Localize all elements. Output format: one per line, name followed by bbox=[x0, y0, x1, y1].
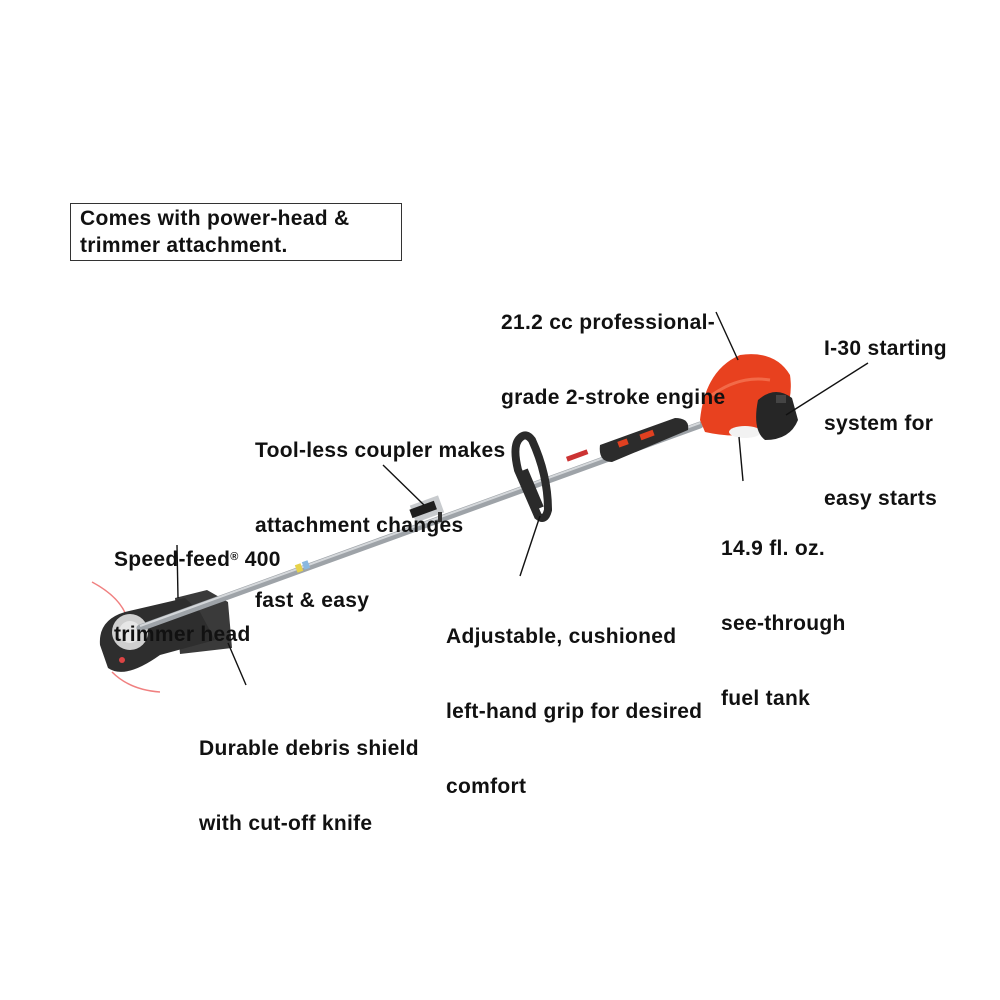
engine-label: 21.2 cc professional- grade 2-stroke eng… bbox=[501, 311, 726, 409]
callout-line-1: Comes with power-head & bbox=[80, 207, 350, 230]
coupler-icon bbox=[409, 495, 445, 523]
grip-label: Adjustable, cushioned left-hand grip for… bbox=[446, 625, 703, 798]
debris-shield-label: Durable debris shield with cut-off knife bbox=[199, 737, 419, 835]
fuel-tank-icon bbox=[729, 426, 761, 438]
fuel-tank-label: 14.9 fl. oz. see-through fuel tank bbox=[721, 537, 846, 710]
callout-line-2: trimmer attachment. bbox=[80, 234, 288, 257]
trimmer-head-label: Speed-feed® 400 trimmer head bbox=[114, 548, 281, 646]
left-hand-grip-icon bbox=[511, 431, 553, 522]
starter-icon bbox=[756, 391, 798, 440]
engine-icon bbox=[700, 354, 798, 440]
leader-lines bbox=[176, 311, 869, 686]
rear-handle-icon bbox=[599, 418, 689, 462]
powerhead-callout-box: Comes with power-head & trimmer attachme… bbox=[70, 203, 402, 261]
coupler-label: Tool-less coupler makes attachment chang… bbox=[255, 439, 506, 612]
starting-system-label: I-30 starting system for easy starts bbox=[824, 337, 947, 510]
